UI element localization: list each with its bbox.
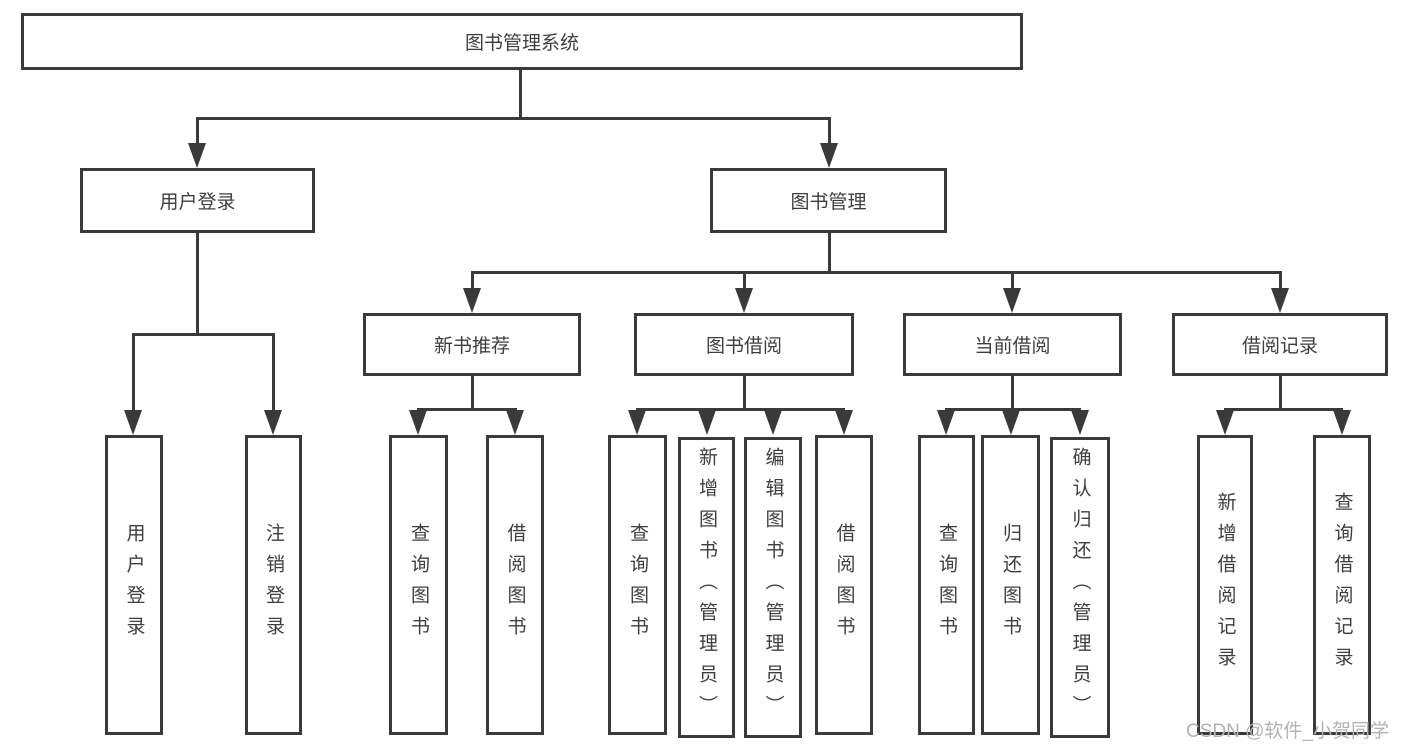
- leaf-user-login: 用户登录: [105, 435, 163, 735]
- leaf-add-borrow-record: 新增借阅记录: [1197, 435, 1253, 735]
- arrowhead-rec-borrow-books: [506, 410, 524, 435]
- edge-to-leaf-login: [132, 333, 135, 412]
- arrowhead-current-borrow: [1003, 288, 1021, 313]
- edge-current-borrow-stem: [1011, 376, 1014, 411]
- arrowhead-current-query-books: [937, 410, 955, 435]
- edge-root-to-user-login: [196, 117, 199, 145]
- edge-root-stem: [519, 70, 522, 118]
- node-label: 用户登录: [123, 523, 145, 647]
- node-book-borrowing: 图书借阅: [634, 313, 854, 376]
- leaf-rec-query-books: 查询图书: [389, 435, 448, 735]
- node-label: 图书借阅: [705, 336, 782, 357]
- edge-to-borrow-records: [1279, 271, 1282, 291]
- node-label: 用户登录: [159, 192, 236, 213]
- edge-user-login-split: [132, 333, 275, 336]
- node-user-login: 用户登录: [80, 168, 315, 233]
- arrowhead-rec-query-books: [409, 410, 427, 435]
- arrowhead-add-books: [698, 410, 716, 435]
- node-label: 图书管理系统: [464, 33, 579, 54]
- arrowhead-book-mgmt: [820, 143, 838, 168]
- leaf-borrow-query-books: 查询图书: [608, 435, 667, 735]
- node-label: 注销登录: [263, 523, 284, 647]
- node-label: 归还图书: [1000, 523, 1021, 647]
- arrowhead-book-borrow: [735, 288, 753, 313]
- node-label: 编辑图书（管理员）: [762, 447, 784, 726]
- leaf-query-borrow-record: 查询借阅记录: [1313, 435, 1371, 735]
- node-book-management: 图书管理: [710, 168, 947, 233]
- csdn-watermark: CSDN @软件_小贺同学: [1186, 721, 1389, 742]
- node-label: 新增图书（管理员）: [696, 447, 717, 726]
- arrowhead-borrow-books: [835, 410, 853, 435]
- edge-book-mgmt-stem: [828, 232, 831, 274]
- arrowhead-add-borrow-record: [1216, 410, 1234, 435]
- leaf-current-query-books: 查询图书: [918, 435, 975, 735]
- edge-to-leaf-logout: [272, 333, 275, 412]
- edge-user-login-stem: [196, 232, 199, 336]
- arrowhead-confirm-return: [1071, 410, 1089, 435]
- edge-new-book-rec-split: [417, 408, 517, 411]
- node-label: 查询图书: [936, 523, 957, 647]
- arrowhead-edit-books: [764, 410, 782, 435]
- node-label: 查询借阅记录: [1331, 492, 1353, 678]
- edge-current-borrow-split: [945, 408, 1081, 411]
- node-label: 图书管理: [790, 192, 867, 213]
- node-label: 查询图书: [408, 523, 429, 647]
- arrowhead-new-book-rec: [463, 288, 481, 313]
- arrowhead-return-books: [1002, 410, 1020, 435]
- node-label: 借阅记录: [1241, 336, 1318, 357]
- leaf-add-books-admin: 新增图书（管理员）: [678, 437, 735, 738]
- edge-book-mgmt-split: [471, 271, 1281, 274]
- arrowhead-borrow-query-books: [628, 410, 646, 435]
- edge-to-new-book-rec: [471, 271, 474, 291]
- node-label: 查询图书: [627, 523, 648, 647]
- edge-root-to-book-mgmt: [828, 117, 831, 145]
- arrowhead-leaf-logout: [264, 410, 282, 435]
- edge-borrow-records-stem: [1279, 376, 1282, 411]
- edge-to-current-borrow: [1011, 271, 1014, 291]
- leaf-return-books: 归还图书: [981, 435, 1040, 735]
- leaf-edit-books-admin: 编辑图书（管理员）: [744, 437, 802, 738]
- node-library-management-system: 图书管理系统: [21, 13, 1023, 70]
- node-label: 借阅图书: [504, 523, 526, 647]
- node-borrowing-records: 借阅记录: [1172, 313, 1388, 376]
- leaf-logout: 注销登录: [245, 435, 302, 735]
- edge-borrow-records-split: [1224, 408, 1343, 411]
- node-new-book-recommend: 新书推荐: [363, 313, 581, 376]
- node-label: 新书推荐: [433, 336, 510, 357]
- edge-book-borrow-split: [636, 408, 845, 411]
- edge-book-borrow-stem: [743, 376, 746, 411]
- leaf-borrow-books: 借阅图书: [815, 435, 873, 735]
- leaf-rec-borrow-books: 借阅图书: [486, 435, 544, 735]
- node-label: 借阅图书: [833, 523, 855, 647]
- edge-root-split: [196, 117, 831, 120]
- node-label: 当前借阅: [974, 336, 1051, 357]
- node-label: 新增借阅记录: [1214, 492, 1236, 678]
- node-label: 确认归还（管理员）: [1069, 447, 1091, 726]
- edge-to-book-borrow: [743, 271, 746, 291]
- arrowhead-borrow-records: [1271, 288, 1289, 313]
- leaf-confirm-return-admin: 确认归还（管理员）: [1050, 437, 1110, 738]
- arrowhead-leaf-login: [124, 410, 142, 435]
- node-current-borrowing: 当前借阅: [903, 313, 1122, 376]
- arrowhead-query-borrow-record: [1333, 410, 1351, 435]
- edge-new-book-rec-stem: [471, 376, 474, 411]
- arrowhead-user-login: [188, 143, 206, 168]
